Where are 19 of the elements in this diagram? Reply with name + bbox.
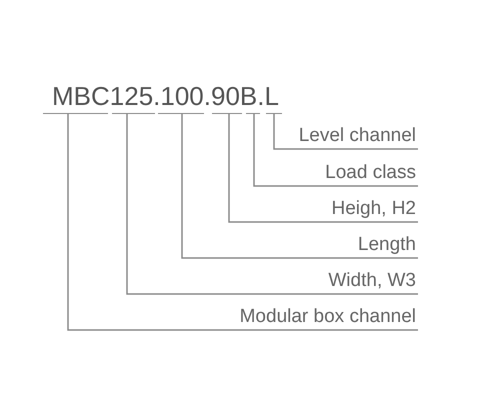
type-code: MBC125.100.90B.L [52, 83, 279, 109]
part-label: Modular box channel [240, 306, 416, 327]
part-label: Length [358, 234, 416, 255]
leader-line [67, 114, 418, 331]
underline [43, 112, 108, 114]
underline [112, 112, 155, 114]
part-label: Level channel [298, 125, 416, 146]
leader-line [181, 114, 418, 259]
part-label: Load class [325, 162, 416, 183]
part-label: Heigh, H2 [332, 198, 416, 219]
underline [266, 112, 282, 114]
leader-line [273, 114, 418, 150]
leader-line [126, 114, 418, 295]
underline [158, 112, 204, 114]
underline [212, 112, 242, 114]
part-label: Width, W3 [328, 270, 416, 291]
underline [246, 112, 260, 114]
leader-line [253, 114, 418, 187]
leader-line [228, 114, 418, 223]
